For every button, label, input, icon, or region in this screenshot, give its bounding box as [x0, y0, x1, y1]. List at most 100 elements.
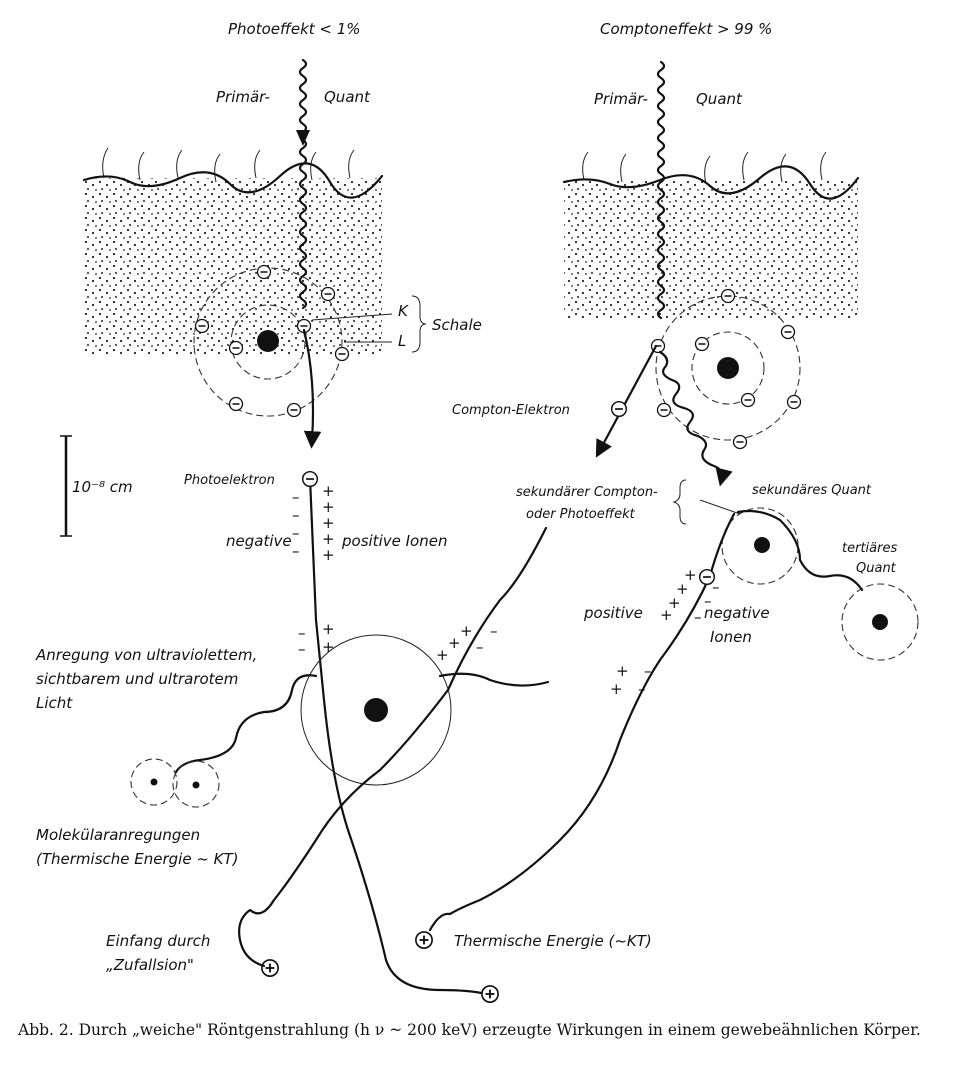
svg-text:+: +	[684, 566, 697, 584]
svg-text:–: –	[694, 608, 702, 626]
svg-text:–: –	[638, 680, 646, 698]
svg-text:+: +	[660, 606, 673, 624]
svg-text:–: –	[712, 578, 720, 596]
atomic-nucleus-right	[717, 357, 739, 379]
svg-text:–: –	[476, 638, 484, 656]
tissue-block	[84, 178, 382, 356]
svg-text:+: +	[322, 530, 335, 548]
scale-bar: 10⁻⁸ cm	[60, 435, 133, 537]
svg-text:+: +	[322, 546, 335, 564]
svg-text:–: –	[292, 488, 300, 506]
shell-leader-lines	[311, 295, 427, 353]
tertiary-quant-track	[736, 509, 864, 592]
svg-text:+: +	[322, 482, 335, 500]
excited-atom-shell	[300, 634, 452, 786]
compton-electron-long-track	[238, 526, 548, 968]
end-ion-left	[480, 984, 500, 1004]
l-shell	[193, 267, 343, 417]
surface-hairs	[102, 147, 355, 183]
svg-text:+: +	[676, 580, 689, 598]
photoelectron-track-long	[308, 476, 488, 996]
photoeffect-panel: Photoeffekt < 1% Primär- Quant	[35, 20, 500, 1004]
shell-label: Schale	[432, 316, 482, 334]
k-shell	[230, 304, 306, 380]
molecule-b	[172, 760, 220, 808]
svg-text:+: +	[448, 634, 461, 652]
svg-text:+: +	[322, 514, 335, 532]
excitation-label-2: sichtbarem und ultrarotem	[36, 670, 238, 688]
l-shell-label: L	[398, 332, 406, 350]
primary-quant-arrowhead-left	[296, 130, 310, 146]
photoelectron-symbol	[301, 470, 319, 488]
photoelectron-label: Photoelektron	[184, 473, 275, 488]
atom-right-outer	[655, 295, 801, 441]
molecule-a	[130, 758, 178, 806]
capture-ion	[260, 958, 280, 978]
primary-quant-wave-left	[298, 58, 308, 310]
molecular-label-2: (Thermische Energie ~ KT)	[36, 850, 239, 868]
positive-ions-label: positive Ionen	[341, 532, 447, 550]
emission-wave	[174, 674, 318, 774]
molecular-label-1: Molekülaranregungen	[36, 826, 200, 844]
primary-quant-label-left-2: Primär-	[594, 90, 648, 108]
capture-label-2: „Zufallsion"	[106, 956, 194, 974]
svg-text:–: –	[490, 622, 498, 640]
svg-text:+: +	[610, 680, 623, 698]
svg-text:–: –	[292, 542, 300, 560]
k-shell-label: K	[398, 302, 409, 320]
svg-text:+: +	[436, 646, 449, 664]
secondary-quant-label: sekundäres Quant	[752, 483, 872, 498]
tertiary-label-1: tertiäres	[842, 541, 897, 556]
svg-text:+: +	[322, 620, 335, 638]
photoeffect-title: Photoeffekt < 1%	[228, 20, 361, 38]
tertiary-atom-nucleus	[872, 614, 888, 630]
atom-right-inner	[691, 331, 765, 405]
secondary-compton-label-2: oder Photoeffekt	[526, 507, 636, 522]
svg-text:+: +	[322, 638, 335, 656]
negative-label-right: negative	[704, 604, 770, 622]
excited-atom-nucleus	[364, 698, 388, 722]
end-ion-right	[414, 930, 434, 950]
svg-text:+: +	[668, 594, 681, 612]
compton-electron-symbol	[610, 400, 628, 418]
secondary-bracket	[672, 479, 741, 525]
tertiary-atom-shell	[841, 583, 919, 661]
atomic-nucleus-left	[257, 330, 279, 352]
excitation-label-1: Anregung von ultraviolettem,	[35, 646, 257, 664]
scale-label: 10⁻⁸ cm	[72, 478, 133, 496]
svg-text:+: +	[460, 622, 473, 640]
figure-caption: Abb. 2. Durch „weiche" Röntgenstrahlung …	[18, 1021, 921, 1039]
svg-text:–: –	[298, 624, 306, 642]
primary-quant-label-left: Primär-	[216, 88, 270, 106]
secondary-quant-wave	[658, 350, 733, 487]
svg-text:–: –	[292, 524, 300, 542]
primary-quant-wave-right	[656, 60, 666, 320]
primary-quant-label-right: Quant	[324, 88, 371, 106]
compton-electron-track	[595, 344, 658, 458]
tissue-block-2	[564, 180, 858, 320]
tissue-surface	[82, 162, 384, 199]
compton-title: Comptoneffekt > 99 %	[600, 20, 772, 38]
ions-label-right: Ionen	[710, 628, 752, 646]
excitation-label-3: Licht	[36, 694, 73, 712]
capture-label-1: Einfang durch	[106, 932, 210, 950]
svg-text:–: –	[704, 592, 712, 610]
secondary-compton-label-1: sekundärer Compton-	[516, 485, 658, 500]
photoelectron-track	[302, 328, 322, 449]
compton-wave-into-atom	[438, 672, 550, 687]
ion-signs-right: +– +– +– + +– +– +– +– +	[436, 566, 720, 698]
secondary-electron-track	[428, 512, 736, 932]
tissue-surface-2	[562, 165, 860, 200]
compton-panel: Comptoneffekt > 99 % Primär- Quant Co	[238, 20, 919, 968]
svg-text:–: –	[298, 640, 306, 658]
surface-hairs-2	[582, 151, 827, 185]
svg-text:–: –	[292, 506, 300, 524]
thermal-energy-label: Thermische Energie (~KT)	[454, 932, 652, 950]
secondary-atom-nucleus	[754, 537, 770, 553]
svg-text:+: +	[322, 498, 335, 516]
tertiary-label-2: Quant	[856, 561, 897, 576]
ion-signs-left: –+ –+ –+ –+ + –+ –+	[292, 482, 335, 658]
svg-text:–: –	[644, 662, 652, 680]
positive-label-right: positive	[583, 604, 643, 622]
